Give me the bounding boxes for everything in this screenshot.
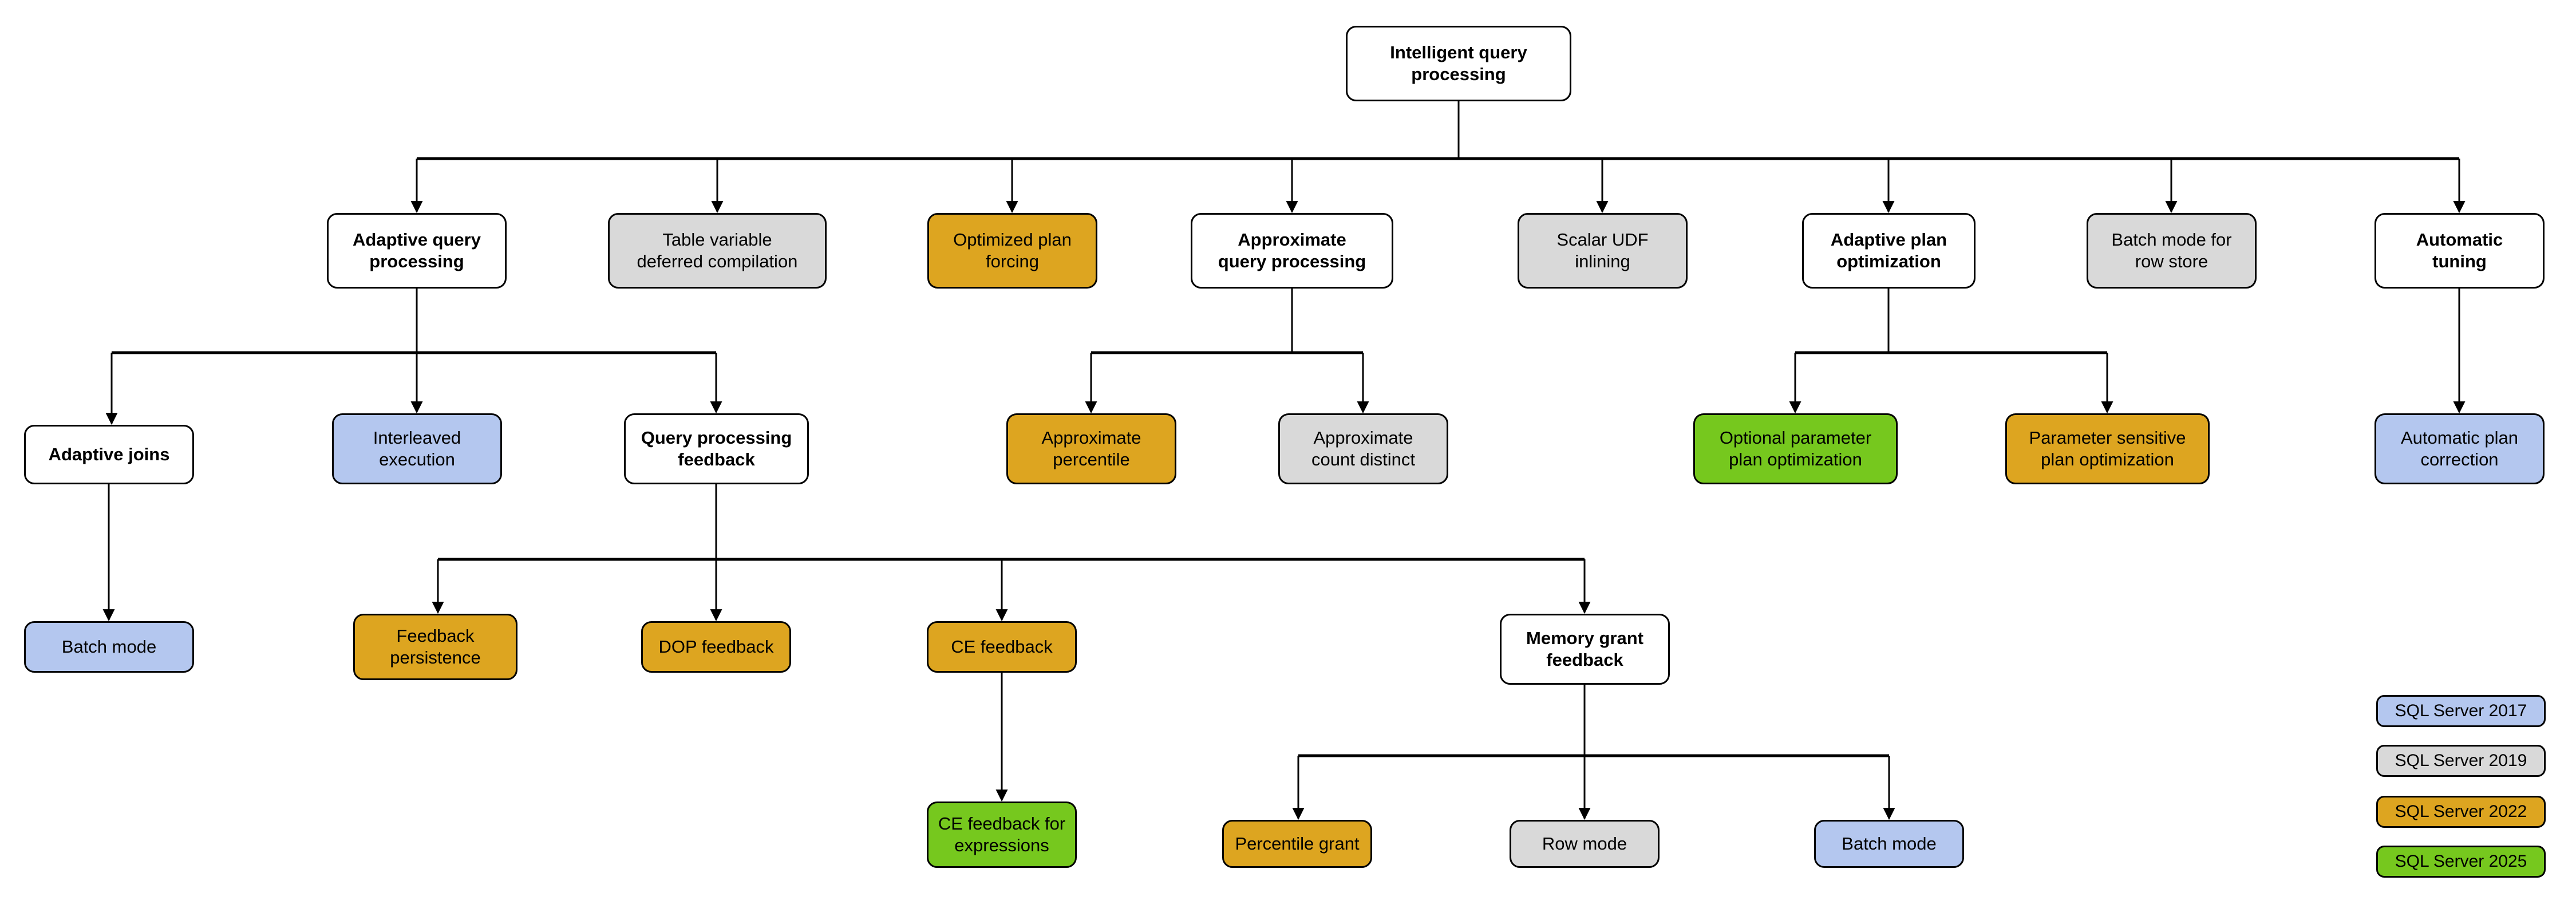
legend-label: SQL Server 2022 [2395,802,2527,821]
node-mgf[interactable]: Memory grant feedback [1500,614,1670,685]
node-label: Row mode [1542,834,1627,854]
node-bmode2[interactable]: Batch mode [1814,820,1964,868]
node-label: CE feedback for expressions [938,814,1066,855]
node-approx[interactable]: Approximate query processing [1191,213,1393,289]
node-label: Optimized plan forcing [953,230,1072,271]
node-label: Batch mode [61,637,157,657]
node-label: Query processing feedback [641,428,792,469]
node-label: Approximate percentile [1041,428,1141,469]
node-label: CE feedback [951,637,1053,657]
node-label: Parameter sensitive plan optimization [2029,428,2186,469]
node-label: Approximate count distinct [1311,428,1415,469]
node-udf[interactable]: Scalar UDF inlining [1518,213,1688,289]
node-label: Automatic plan correction [2400,428,2519,469]
legend-item-sql-server-2019: SQL Server 2019 [2376,745,2546,777]
legend-item-sql-server-2017: SQL Server 2017 [2376,695,2546,727]
node-fbpers[interactable]: Feedback persistence [353,614,517,680]
node-label: Adaptive joins [48,444,170,465]
node-ajoins[interactable]: Adaptive joins [24,425,194,484]
node-label: Batch mode [1842,834,1937,854]
node-apc[interactable]: Automatic plan correction [2374,413,2545,484]
node-label: Adaptive plan optimization [1830,230,1947,271]
node-dopfb[interactable]: DOP feedback [641,621,791,673]
node-label: Adaptive query processing [353,230,481,271]
node-pgrant[interactable]: Percentile grant [1222,820,1372,868]
node-label: Memory grant feedback [1526,628,1643,670]
node-label: Scalar UDF inlining [1556,230,1649,271]
node-cefbexpr[interactable]: CE feedback for expressions [927,802,1077,868]
node-acd[interactable]: Approximate count distinct [1278,413,1448,484]
node-label: Automatic tuning [2416,230,2503,271]
legend-label: SQL Server 2025 [2395,852,2527,871]
node-apct[interactable]: Approximate percentile [1006,413,1176,484]
node-label: Table variable deferred compilation [637,230,798,271]
node-apo[interactable]: Adaptive plan optimization [1802,213,1976,289]
node-bmode1[interactable]: Batch mode [24,621,194,673]
node-oppo[interactable]: Optional parameter plan optimization [1693,413,1898,484]
node-opf[interactable]: Optimized plan forcing [927,213,1097,289]
node-interleav[interactable]: Interleaved execution [332,413,502,484]
node-tvdc[interactable]: Table variable deferred compilation [608,213,827,289]
legend-item-sql-server-2025: SQL Server 2025 [2376,846,2546,878]
legend-label: SQL Server 2017 [2395,701,2527,720]
node-root[interactable]: Intelligent query processing [1346,26,1571,101]
node-label: Interleaved execution [373,428,461,469]
node-label: DOP feedback [658,637,774,657]
node-label: Optional parameter plan optimization [1719,428,1872,469]
node-label: Approximate query processing [1218,230,1366,271]
node-bmrs[interactable]: Batch mode for row store [2087,213,2257,289]
legend-item-sql-server-2022: SQL Server 2022 [2376,796,2546,828]
node-label: Feedback persistence [390,626,481,668]
node-label: Batch mode for row store [2111,230,2232,271]
node-aqp[interactable]: Adaptive query processing [327,213,507,289]
node-cefb[interactable]: CE feedback [927,621,1077,673]
node-pspo[interactable]: Parameter sensitive plan optimization [2005,413,2210,484]
node-rowmode[interactable]: Row mode [1510,820,1660,868]
legend-label: SQL Server 2019 [2395,751,2527,770]
node-label: Intelligent query processing [1390,42,1527,84]
node-label: Percentile grant [1235,834,1360,854]
node-qpf[interactable]: Query processing feedback [624,413,809,484]
node-autotune[interactable]: Automatic tuning [2374,213,2545,289]
